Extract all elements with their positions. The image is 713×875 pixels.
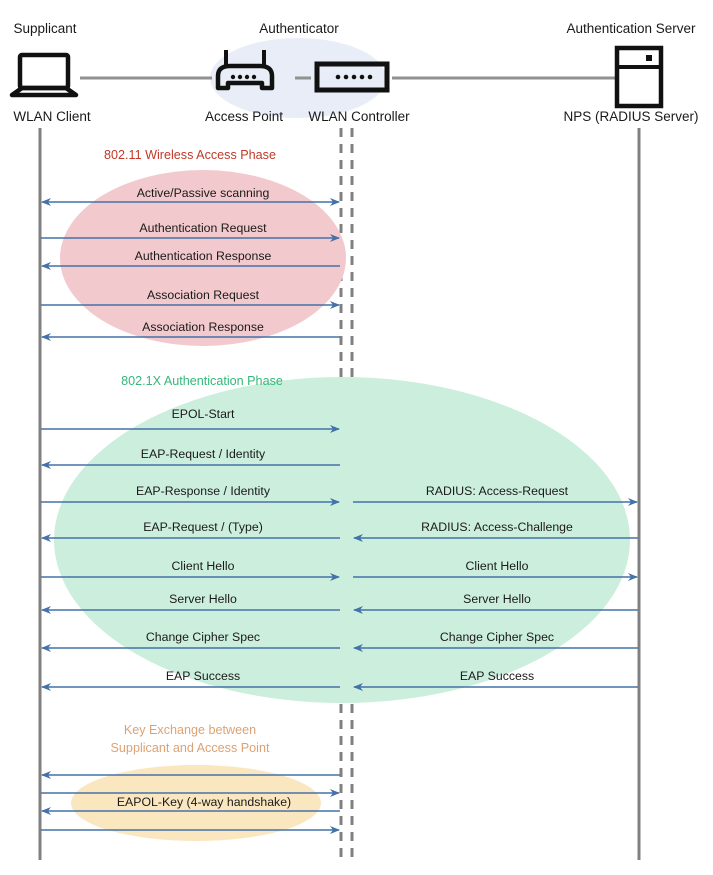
msg-label-eap-response-identity: EAP-Response / Identity	[136, 484, 271, 498]
msg-label-change-cipher-spec-right: Change Cipher Spec	[440, 630, 554, 644]
msg-label-client-hello-left: Client Hello	[172, 559, 235, 573]
msg-label-authentication-response: Authentication Response	[135, 249, 272, 263]
msg-label-eap-success-left: EAP Success	[166, 669, 240, 683]
msg-label-radius-access-request: RADIUS: Access-Request	[426, 484, 569, 498]
device-label-nps: NPS (RADIUS Server)	[563, 109, 698, 124]
msg-label-radius-access-challenge: RADIUS: Access-Challenge	[421, 520, 573, 534]
msg-label-server-hello-right: Server Hello	[463, 592, 531, 606]
phase-label-key-exchange-line2: Supplicant and Access Point	[111, 741, 270, 755]
device-label-access-point: Access Point	[205, 109, 283, 124]
msg-label-active-passive-scanning: Active/Passive scanning	[137, 186, 270, 200]
msg-label-eap-request-identity: EAP-Request / Identity	[141, 447, 266, 461]
phase-key-exchange-ellipse	[71, 765, 321, 841]
msg-label-association-request: Association Request	[147, 288, 260, 302]
msg-label-change-cipher-spec-left: Change Cipher Spec	[146, 630, 260, 644]
role-label-auth-server: Authentication Server	[566, 21, 696, 36]
access-point-icon	[215, 50, 275, 91]
msg-label-server-hello-left: Server Hello	[169, 592, 237, 606]
phase-label-802-1x: 802.1X Authentication Phase	[121, 374, 283, 388]
msg-label-client-hello-right: Client Hello	[466, 559, 529, 573]
phase-ellipses	[54, 170, 630, 841]
role-label-supplicant: Supplicant	[13, 21, 76, 36]
role-label-authenticator: Authenticator	[259, 21, 339, 36]
msg-label-authentication-request: Authentication Request	[139, 221, 267, 235]
phase-802-11-ellipse	[60, 170, 346, 346]
laptop-icon	[9, 52, 79, 98]
phase-label-key-exchange-line1: Key Exchange between	[124, 723, 256, 737]
phase-label-802-11: 802.11 Wireless Access Phase	[104, 148, 276, 162]
phase-802-1x-ellipse	[54, 377, 630, 703]
server-icon	[614, 45, 664, 109]
wlan-controller-icon	[314, 61, 390, 93]
msg-label-eap-success-right: EAP Success	[460, 669, 534, 683]
device-label-wlan-client: WLAN Client	[13, 109, 91, 124]
msg-label-eapol-start: EPOL-Start	[172, 407, 235, 421]
msg-label-eapol-key: EAPOL-Key (4-way handshake)	[117, 795, 291, 809]
msg-label-association-response: Association Response	[142, 320, 264, 334]
msg-label-eap-request-type: EAP-Request / (Type)	[143, 520, 263, 534]
device-label-wlan-controller: WLAN Controller	[308, 109, 410, 124]
